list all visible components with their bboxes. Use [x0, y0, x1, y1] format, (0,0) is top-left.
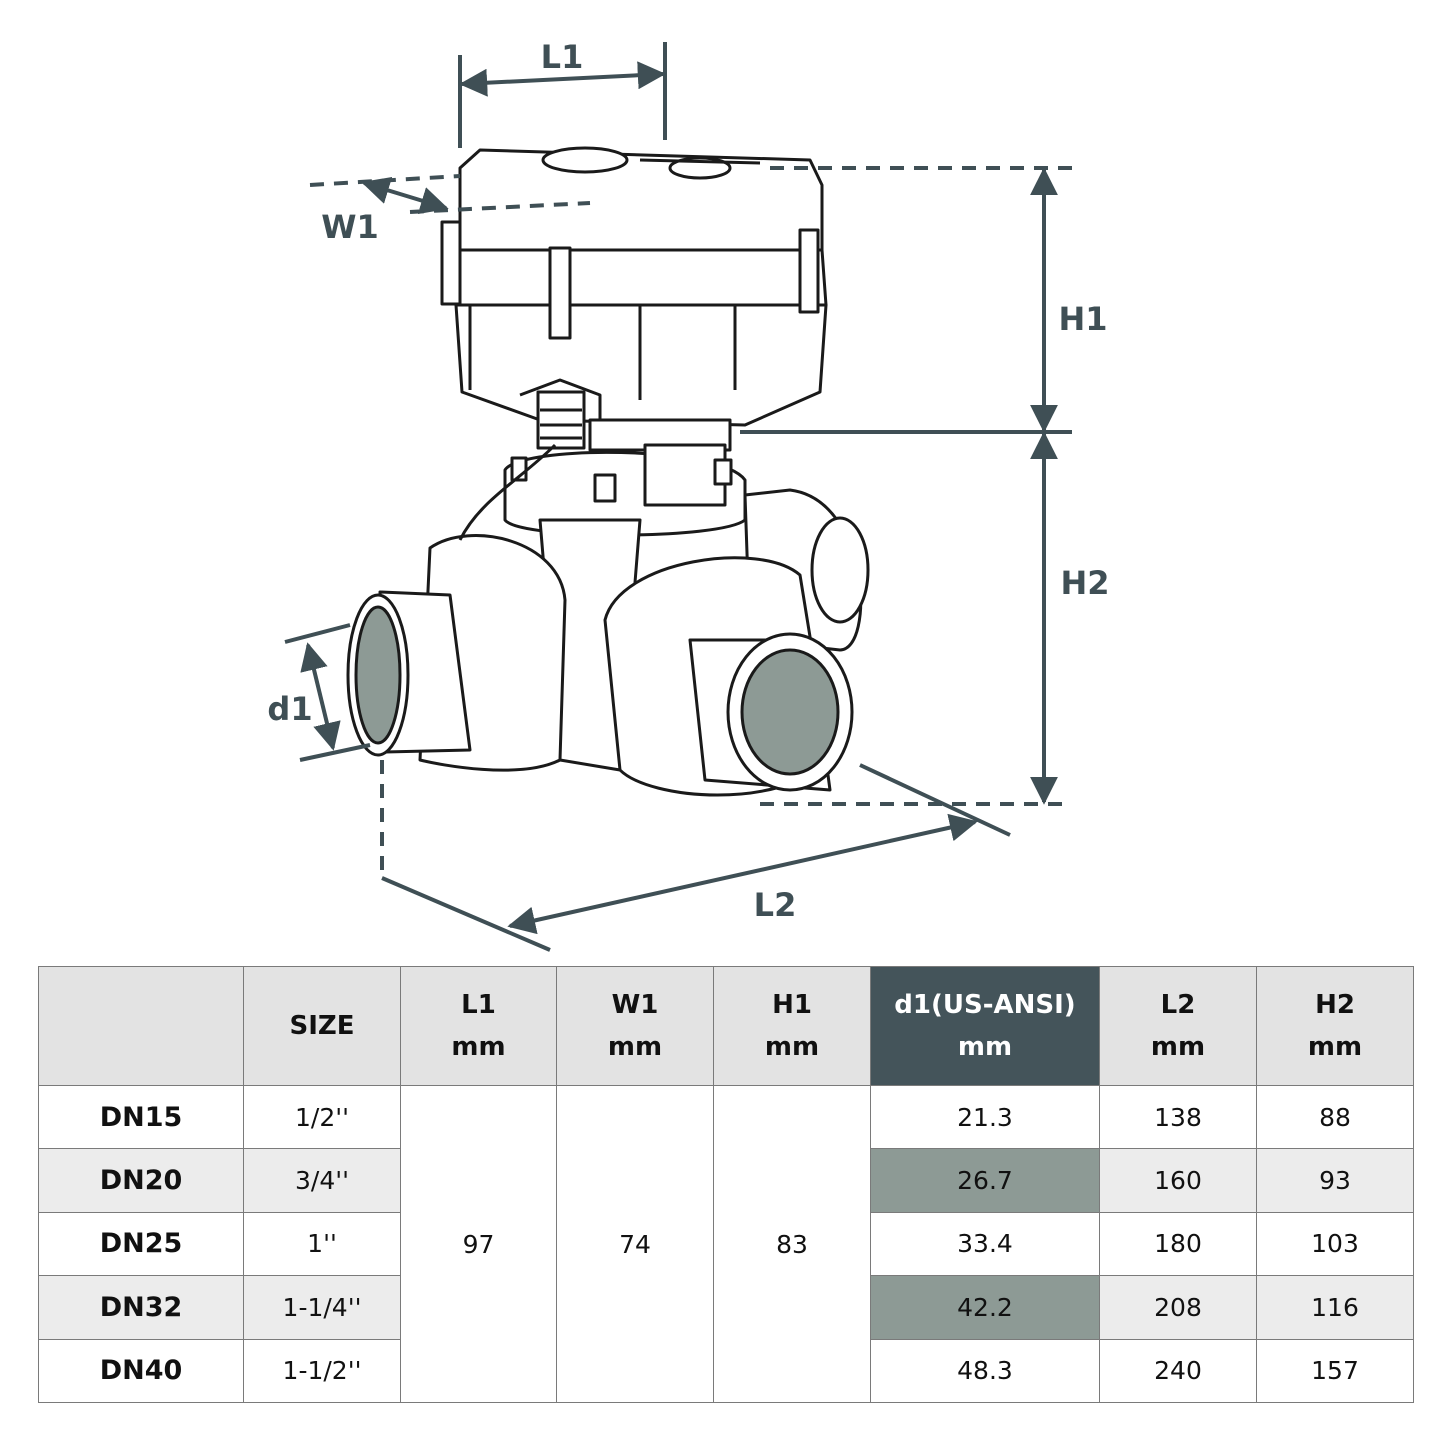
header-size: SIZE	[243, 966, 401, 1086]
cell-d1: 26.7	[870, 1148, 1100, 1213]
cell-d1: 48.3	[870, 1338, 1100, 1404]
label-h2: H2	[1060, 564, 1109, 602]
table-row: DN32 1-1/4'' 42.2 208 116	[38, 1275, 1414, 1340]
cell-l2: 208	[1099, 1275, 1257, 1340]
cell-d1: 42.2	[870, 1275, 1100, 1340]
cell-dn: DN25	[38, 1211, 244, 1277]
cell-l2: 138	[1099, 1084, 1257, 1150]
table-row: DN20 3/4'' 26.7 160 93	[38, 1148, 1414, 1213]
actuator-illustration	[440, 146, 828, 452]
valve-dimension-drawing: L1 W1 H1 H2 d1 L2	[267, 38, 1110, 952]
cell-size: 1-1/2''	[243, 1338, 401, 1404]
cell-l2: 240	[1099, 1338, 1257, 1404]
cell-d1: 21.3	[870, 1084, 1100, 1150]
cell-l2: 180	[1099, 1211, 1257, 1277]
cell-size: 1-1/4''	[243, 1275, 401, 1340]
cell-dn: DN40	[38, 1338, 244, 1404]
cell-l2: 160	[1099, 1148, 1257, 1213]
cell-d1: 33.4	[870, 1211, 1100, 1277]
table-row: DN40 1-1/2'' 48.3 240 157	[38, 1338, 1414, 1404]
cell-size: 1''	[243, 1211, 401, 1277]
label-d1: d1	[267, 690, 312, 728]
cell-l1: 97	[400, 1085, 557, 1403]
cell-size: 1/2''	[243, 1084, 401, 1150]
cell-dn: DN20	[38, 1148, 244, 1213]
label-w1: W1	[321, 208, 379, 246]
cell-dn: DN15	[38, 1084, 244, 1150]
label-l2: L2	[754, 886, 797, 924]
cell-h2: 157	[1256, 1338, 1414, 1404]
cell-size: 3/4''	[243, 1148, 401, 1213]
cell-dn: DN32	[38, 1275, 244, 1340]
header-d1: d1(US-ANSI)mm	[870, 966, 1100, 1086]
label-h1: H1	[1058, 300, 1107, 338]
table-row: DN15 1/2'' 97 74 83 21.3 138 88	[38, 1084, 1414, 1403]
header-blank	[38, 966, 244, 1086]
cell-h2: 103	[1256, 1211, 1414, 1277]
cell-h2: 93	[1256, 1148, 1414, 1213]
label-l1: L1	[541, 38, 584, 76]
cell-h2: 116	[1256, 1275, 1414, 1340]
table-row: DN25 1'' 33.4 180 103	[38, 1211, 1414, 1277]
cell-h1: 83	[713, 1085, 871, 1403]
cell-w1: 74	[556, 1085, 714, 1403]
dimension-lines	[284, 42, 1072, 952]
valve-body-illustration	[346, 443, 870, 797]
cell-h2: 88	[1256, 1084, 1414, 1150]
